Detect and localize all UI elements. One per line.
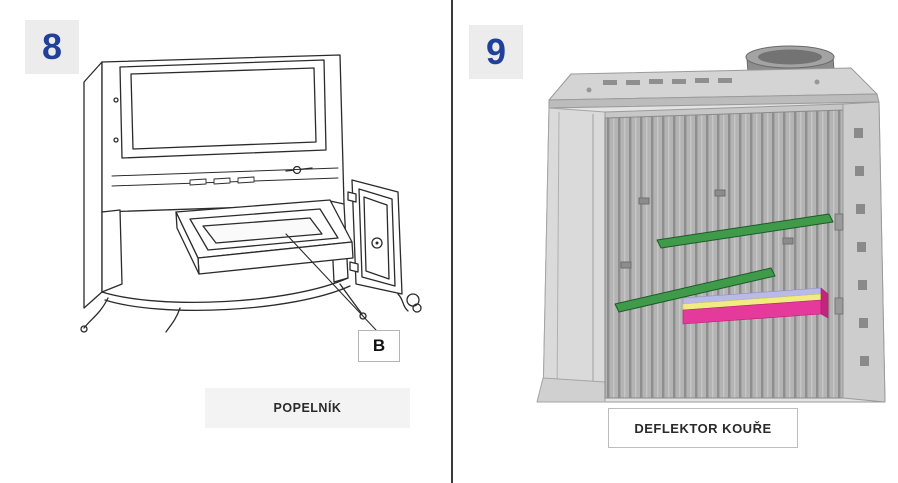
figure-8-caption: POPELNÍK [205, 388, 410, 428]
step-8-badge: 8 [25, 20, 79, 74]
step-9-badge: 9 [469, 25, 523, 79]
ash-pan-figure-drawing [80, 54, 422, 333]
smoke-deflector-plate [682, 287, 829, 325]
step-9-number: 9 [485, 31, 507, 72]
left-frame-column [536, 107, 620, 403]
part-label-b: B [358, 330, 400, 362]
right-wall-holes [854, 128, 869, 366]
deflector-bar-upper [656, 213, 834, 249]
step-8-number: 8 [41, 26, 63, 67]
leader-line-b [285, 233, 377, 331]
top-vent-slots [603, 78, 732, 85]
stove-top-plate [548, 67, 880, 109]
panel-divider [451, 0, 453, 483]
door-spring-handle [397, 293, 422, 313]
stove-legs [80, 283, 367, 333]
figure-8-caption-text: POPELNÍK [273, 401, 342, 415]
stove-front-face [101, 54, 345, 213]
firebox-back-wall [604, 103, 844, 399]
firebox-cutaway [536, 45, 886, 403]
figure-9-caption: DEFLEKTOR KOUŘE [608, 408, 798, 448]
ash-compartment [101, 200, 351, 311]
ash-pan [175, 199, 354, 275]
smoke-deflector-figure-drawing [536, 45, 886, 403]
stove-side-panel [83, 61, 103, 309]
part-label-b-text: B [372, 336, 386, 355]
deflector-bar-lower [614, 267, 776, 313]
right-frame-wall [834, 101, 886, 403]
stove-door-open [347, 179, 422, 313]
figure-9-caption-text: DEFLEKTOR KOUŘE [634, 420, 772, 436]
